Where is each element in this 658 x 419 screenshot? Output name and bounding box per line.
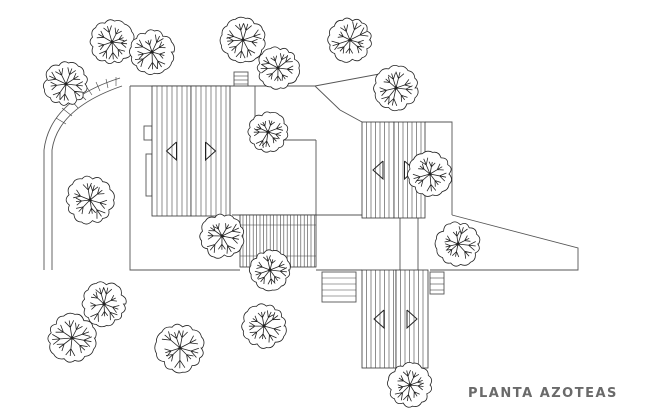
roof-panel-east-left (361, 121, 395, 219)
slope-arrow-icon (205, 141, 217, 162)
tree-icon (219, 16, 266, 64)
tree-icon (256, 46, 300, 90)
tree-icon (434, 221, 481, 267)
tree-icon (154, 323, 205, 374)
roof-block-main (151, 85, 231, 217)
drawing-title: PLANTA AZOTEAS (468, 386, 618, 401)
roof-block-south (361, 269, 429, 369)
stairs-top (233, 71, 249, 87)
tree-icon (407, 150, 452, 197)
tree-icon (241, 303, 287, 349)
tree-icon (248, 249, 291, 292)
roof-panel-south-right (395, 269, 429, 369)
trees (43, 16, 481, 408)
tree-icon (199, 213, 245, 259)
stairs-right (429, 271, 445, 295)
slope-arrow-icon (406, 309, 418, 330)
slope-arrow-icon (165, 141, 177, 162)
slope-arrow-icon (372, 160, 384, 181)
roof-panel-south-left (361, 269, 397, 369)
tree-icon (387, 362, 433, 408)
tree-icon (65, 175, 115, 225)
tree-icon (327, 17, 372, 63)
corridor-walls (399, 215, 419, 270)
roof-panel-main-left (151, 85, 192, 217)
slope-arrow-icon (373, 309, 385, 330)
side-steps (143, 125, 153, 197)
tree-icon (129, 29, 175, 75)
roof-panel-main-right (190, 85, 231, 217)
tree-icon (247, 111, 289, 153)
tree-icon (81, 281, 127, 328)
tree-icon (43, 61, 88, 106)
tree-icon (373, 64, 419, 112)
stairs-left-curve (55, 77, 117, 125)
stairs-bottom (321, 271, 357, 303)
tree-icon (47, 312, 97, 363)
tree-icon (89, 19, 135, 65)
